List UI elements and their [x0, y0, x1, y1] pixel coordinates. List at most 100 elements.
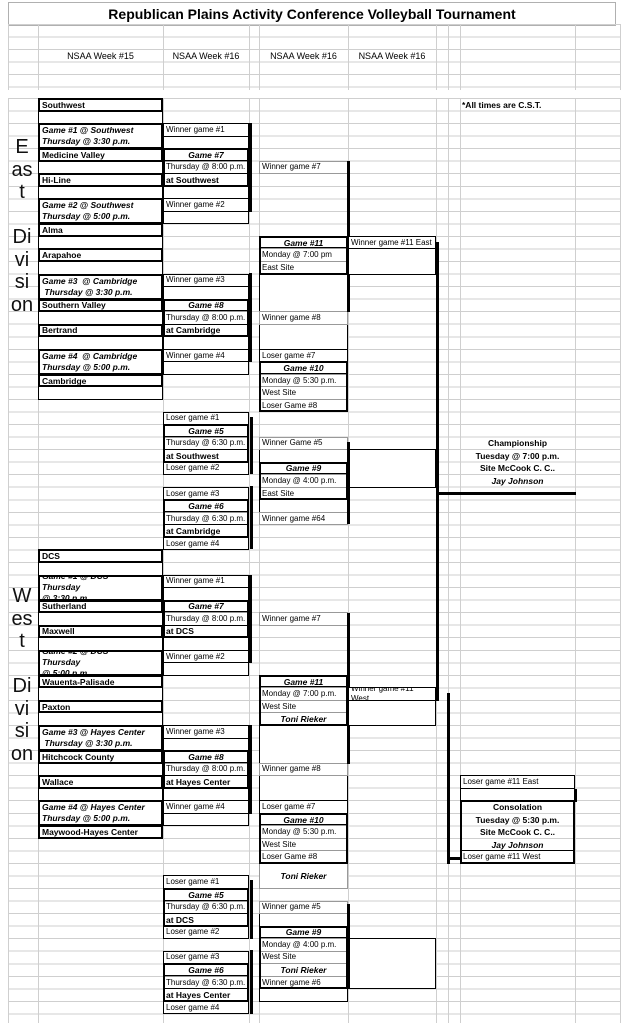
bracket-cell: Winner game #11 East [348, 235, 436, 250]
bracket-cell: Loser game #2 [163, 461, 249, 476]
bracket-empty-box [38, 336, 163, 350]
bracket-empty-box [348, 248, 436, 275]
bracket-empty-box [259, 913, 348, 927]
bracket-empty-box [38, 311, 163, 325]
bracket-empty-box [163, 737, 249, 752]
bracket-connector [574, 789, 577, 802]
bracket-outline [259, 674, 348, 726]
bracket-cell: Maxwell [38, 624, 163, 639]
week-header-3: NSAA Week #16 [270, 50, 337, 61]
bracket-empty-box [163, 286, 249, 300]
bracket-cell: Loser game #4 [163, 1000, 249, 1015]
bracket-connector [250, 486, 253, 549]
bracket-cell: Winner game #2 [163, 649, 249, 664]
bracket-cell: Consolation [492, 802, 543, 812]
week-header-4: NSAA Week #16 [358, 50, 426, 61]
bracket-outline [163, 888, 249, 927]
bracket-connector [436, 242, 439, 493]
bracket-cell: Game #1 @ Southwest Thursday @ 3:30 p.m. [38, 123, 163, 150]
gridline [448, 98, 449, 1023]
header-grid [8, 24, 621, 90]
bracket-empty-box [38, 261, 163, 275]
bracket-cell: Winner game #7 [259, 612, 348, 626]
bracket-cell: Winner game #3 [163, 273, 249, 288]
bracket-empty-box [259, 323, 348, 350]
bracket-cell: Loser game #3 [163, 950, 249, 965]
bracket-connector [249, 725, 252, 814]
bracket-connector [249, 273, 252, 362]
bracket-connector [250, 880, 253, 939]
bracket-cell: Paxton [38, 699, 163, 714]
bracket-connector [436, 492, 439, 701]
bracket-empty-box [38, 787, 163, 802]
bracket-cell: Tuesday @ 7:00 p.m. [475, 450, 560, 461]
bracket-cell: Winner game #2 [163, 198, 249, 212]
west-division-label: West Division [10, 585, 34, 765]
bracket-cell: Winner Game #5 [259, 436, 348, 451]
bracket-cell: Game #4 @ Cambridge Thursday @ 5:00 p.m. [38, 348, 163, 375]
bracket-outline [259, 235, 348, 275]
gridline [575, 98, 576, 1023]
bracket-connector [447, 693, 450, 864]
bracket-cell: Site McCook C. C.. [479, 827, 556, 838]
bracket-empty-box [38, 386, 163, 400]
bracket-cell: Winner game #3 [163, 725, 249, 739]
bracket-cell: Loser game #7 [259, 800, 348, 814]
bracket-empty-box [38, 687, 163, 701]
bracket-cell: Jay Johnson [491, 475, 544, 486]
bracket-connector [249, 123, 252, 212]
bracket-cell: Wallace [38, 775, 163, 789]
bracket-cell: Toni Rieker [259, 862, 348, 890]
bracket-empty-box [259, 273, 348, 313]
bracket-cell: Winner game #64 [259, 511, 348, 526]
bracket-cell: Game #3 @ Cambridge Thursday @ 3:30 p.m. [38, 273, 163, 300]
bracket-connector [249, 575, 252, 663]
bracket-empty-box [348, 938, 436, 990]
bracket-empty-box [163, 812, 249, 827]
bracket-empty-box [38, 160, 163, 175]
bracket-connector [347, 274, 350, 312]
bracket-outline [163, 148, 249, 187]
bracket-outline [259, 812, 348, 864]
bracket-empty-box [38, 712, 163, 726]
gridline [249, 24, 250, 90]
week-header-1: NSAA Week #15 [67, 50, 134, 61]
bracket-empty-box [38, 110, 163, 125]
bracket-cell: Jay Johnson [491, 839, 544, 850]
bracket-cell: Loser game #2 [163, 925, 249, 940]
bracket-cell: Winner game #5 [259, 900, 348, 915]
bracket-cell: Loser game #11 East [460, 775, 575, 789]
bracket-connector [347, 725, 350, 764]
bracket-cell: Southwest [38, 98, 163, 112]
bracket-cell: Hi-Line [38, 173, 163, 187]
bracket-cell: Loser game #1 [163, 875, 249, 889]
bracket-cell: Loser game #1 [163, 411, 249, 426]
gridline [259, 24, 260, 90]
gridline [448, 24, 449, 90]
bracket-empty-box [163, 336, 249, 350]
bracket-empty-box [38, 235, 163, 250]
bracket-cell: Game #4 @ Hayes Center Thursday @ 5:00 p… [38, 800, 163, 827]
gridline [259, 98, 260, 1023]
bracket-cell: Loser game #7 [259, 348, 348, 363]
gridline [163, 24, 164, 90]
gridline [620, 98, 621, 1023]
bracket-cell: Winner game #4 [163, 348, 249, 363]
bracket-cell: Loser game #3 [163, 486, 249, 501]
bracket-outline [163, 599, 249, 639]
bracket-empty-box [38, 185, 163, 200]
bracket-cell: Loser game #4 [163, 536, 249, 551]
gridline [436, 24, 437, 90]
bracket-empty-box [348, 449, 436, 488]
gridline [348, 98, 349, 1023]
bracket-cell: Winner game #8 [259, 762, 348, 777]
bracket-cell: Game #2 @ Southwest Thursday @ 5:00 p.m. [38, 198, 163, 225]
bracket-empty-box [259, 449, 348, 463]
bracket-empty-box [259, 725, 348, 764]
bracket-empty-box [38, 612, 163, 626]
bracket-empty-box [259, 775, 348, 802]
bracket-cell: Arapahoe [38, 248, 163, 262]
gridline [460, 98, 461, 1023]
gridline [38, 24, 39, 90]
